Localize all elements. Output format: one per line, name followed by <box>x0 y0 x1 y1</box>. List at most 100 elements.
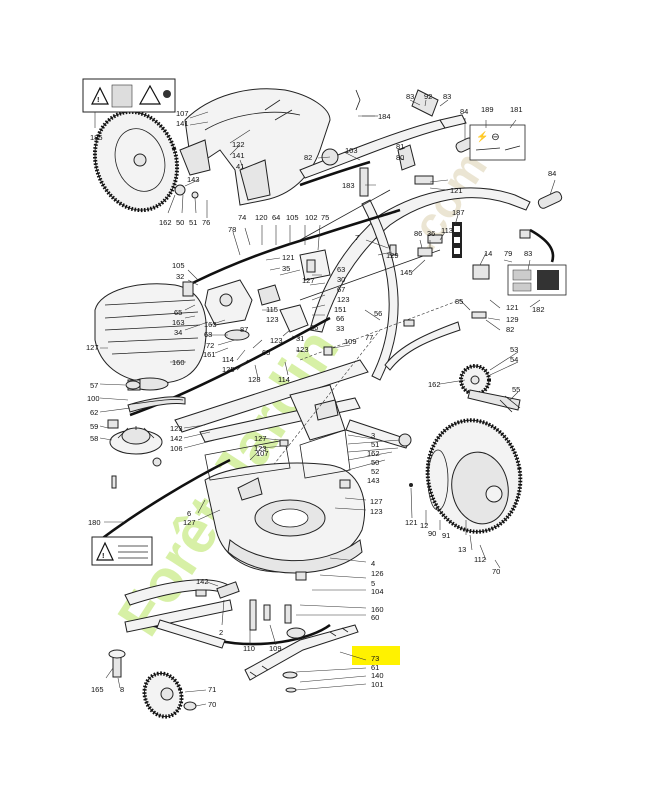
label-91: 91 <box>442 531 450 540</box>
label-123g: 123 <box>370 507 383 516</box>
highlight-part-73 <box>352 646 400 665</box>
label-162b: 162 <box>428 380 441 389</box>
front-axle <box>108 579 233 678</box>
label-114: 114 <box>222 355 234 364</box>
rear-wheel-right <box>425 418 523 534</box>
warning-label-181: ⚡ ⊖ <box>469 124 526 161</box>
label-121b: 121 <box>506 303 519 312</box>
label-101: 101 <box>371 680 384 689</box>
label-123b: 123 <box>266 315 279 324</box>
label-121d: 121 <box>405 518 418 527</box>
leader-lines <box>99 99 556 707</box>
label-165: 165 <box>91 685 104 694</box>
label-67: 67 <box>337 285 345 294</box>
label-145: 145 <box>400 268 413 277</box>
label-82: 82 <box>304 153 312 162</box>
label-127e: 127 <box>370 497 383 506</box>
label-73: 73 <box>371 654 379 663</box>
label-30: 30 <box>337 275 345 284</box>
label-59: 59 <box>90 422 98 431</box>
rear-deflector <box>179 88 331 206</box>
drive-pulley <box>107 419 163 455</box>
label-50b: 50 <box>371 458 379 467</box>
label-32: 32 <box>176 272 184 281</box>
label-54: 54 <box>510 355 518 364</box>
label-52: 52 <box>371 467 379 476</box>
label-115: 115 <box>266 305 278 314</box>
label-12: 12 <box>420 521 428 530</box>
label-83c: 83 <box>524 249 532 258</box>
label-160: 160 <box>172 358 185 367</box>
label-57: 57 <box>90 381 98 390</box>
label-55: 55 <box>512 385 520 394</box>
label-182: 182 <box>532 305 545 314</box>
label-126: 126 <box>371 569 384 578</box>
label-83b: 83 <box>443 92 451 101</box>
label-123f: 123 <box>254 444 267 453</box>
label-65: 65 <box>174 308 182 317</box>
label-112: 112 <box>474 555 486 564</box>
label-72: 72 <box>206 341 214 350</box>
label-7: 7 <box>355 233 359 242</box>
label-53: 53 <box>510 345 518 354</box>
label-110: 110 <box>243 644 255 653</box>
label-76: 76 <box>202 218 210 227</box>
label-84b: 84 <box>548 169 556 178</box>
drive-gear <box>459 364 521 413</box>
label-142: 142 <box>170 434 183 443</box>
label-68: 68 <box>204 330 212 339</box>
label-78: 78 <box>228 225 236 234</box>
label-50: 50 <box>176 218 184 227</box>
label-105b: 105 <box>172 261 185 270</box>
label-120: 120 <box>255 213 268 222</box>
label-74: 74 <box>238 213 246 222</box>
label-85: 85 <box>455 297 463 306</box>
label-56: 56 <box>374 309 382 318</box>
label-34: 34 <box>174 328 182 337</box>
label-60: 60 <box>371 613 379 622</box>
svg-text:!: ! <box>97 95 100 104</box>
label-121: 121 <box>450 186 463 195</box>
label-141: 141 <box>176 119 189 128</box>
label-2: 2 <box>219 628 223 637</box>
label-41: 41 <box>236 162 244 171</box>
label-122: 122 <box>232 140 245 149</box>
label-92: 92 <box>424 92 432 101</box>
label-63: 63 <box>337 265 345 274</box>
label-183: 183 <box>342 181 355 190</box>
label-189: 189 <box>481 105 494 114</box>
handle-assembly <box>299 114 563 381</box>
label-113: 113 <box>441 226 453 235</box>
label-79: 79 <box>504 249 512 258</box>
label-33: 33 <box>336 324 344 333</box>
label-163b: 163 <box>204 320 217 329</box>
label-3: 3 <box>371 431 375 440</box>
warning-label-185: ! <box>82 78 176 128</box>
label-127b: 127 <box>86 343 99 352</box>
label-75: 75 <box>321 213 329 222</box>
warning-label-187 <box>452 222 462 258</box>
label-129: 129 <box>386 251 399 260</box>
label-127c: 127 <box>254 434 267 443</box>
label-106: 106 <box>170 444 183 453</box>
label-61: 61 <box>371 663 379 672</box>
warning-label-184 <box>355 89 378 117</box>
label-66: 66 <box>336 314 344 323</box>
label-65b: 65 <box>262 348 270 357</box>
label-143b: 143 <box>367 476 380 485</box>
label-103: 103 <box>345 146 358 155</box>
label-123: 123 <box>337 295 350 304</box>
svg-text:!: ! <box>102 551 105 560</box>
engine <box>94 283 207 391</box>
label-90: 90 <box>428 529 436 538</box>
label-70b: 70 <box>208 700 216 709</box>
label-83: 83 <box>406 92 414 101</box>
label-160b: 160 <box>371 605 384 614</box>
label-127: 127 <box>302 276 315 285</box>
label-82b: 82 <box>506 325 514 334</box>
part-labels: 185 107 141 122 141 41 143 162 50 51 76 … <box>86 92 556 709</box>
label-6: 6 <box>187 509 191 518</box>
label-36b: 36 <box>310 323 318 332</box>
